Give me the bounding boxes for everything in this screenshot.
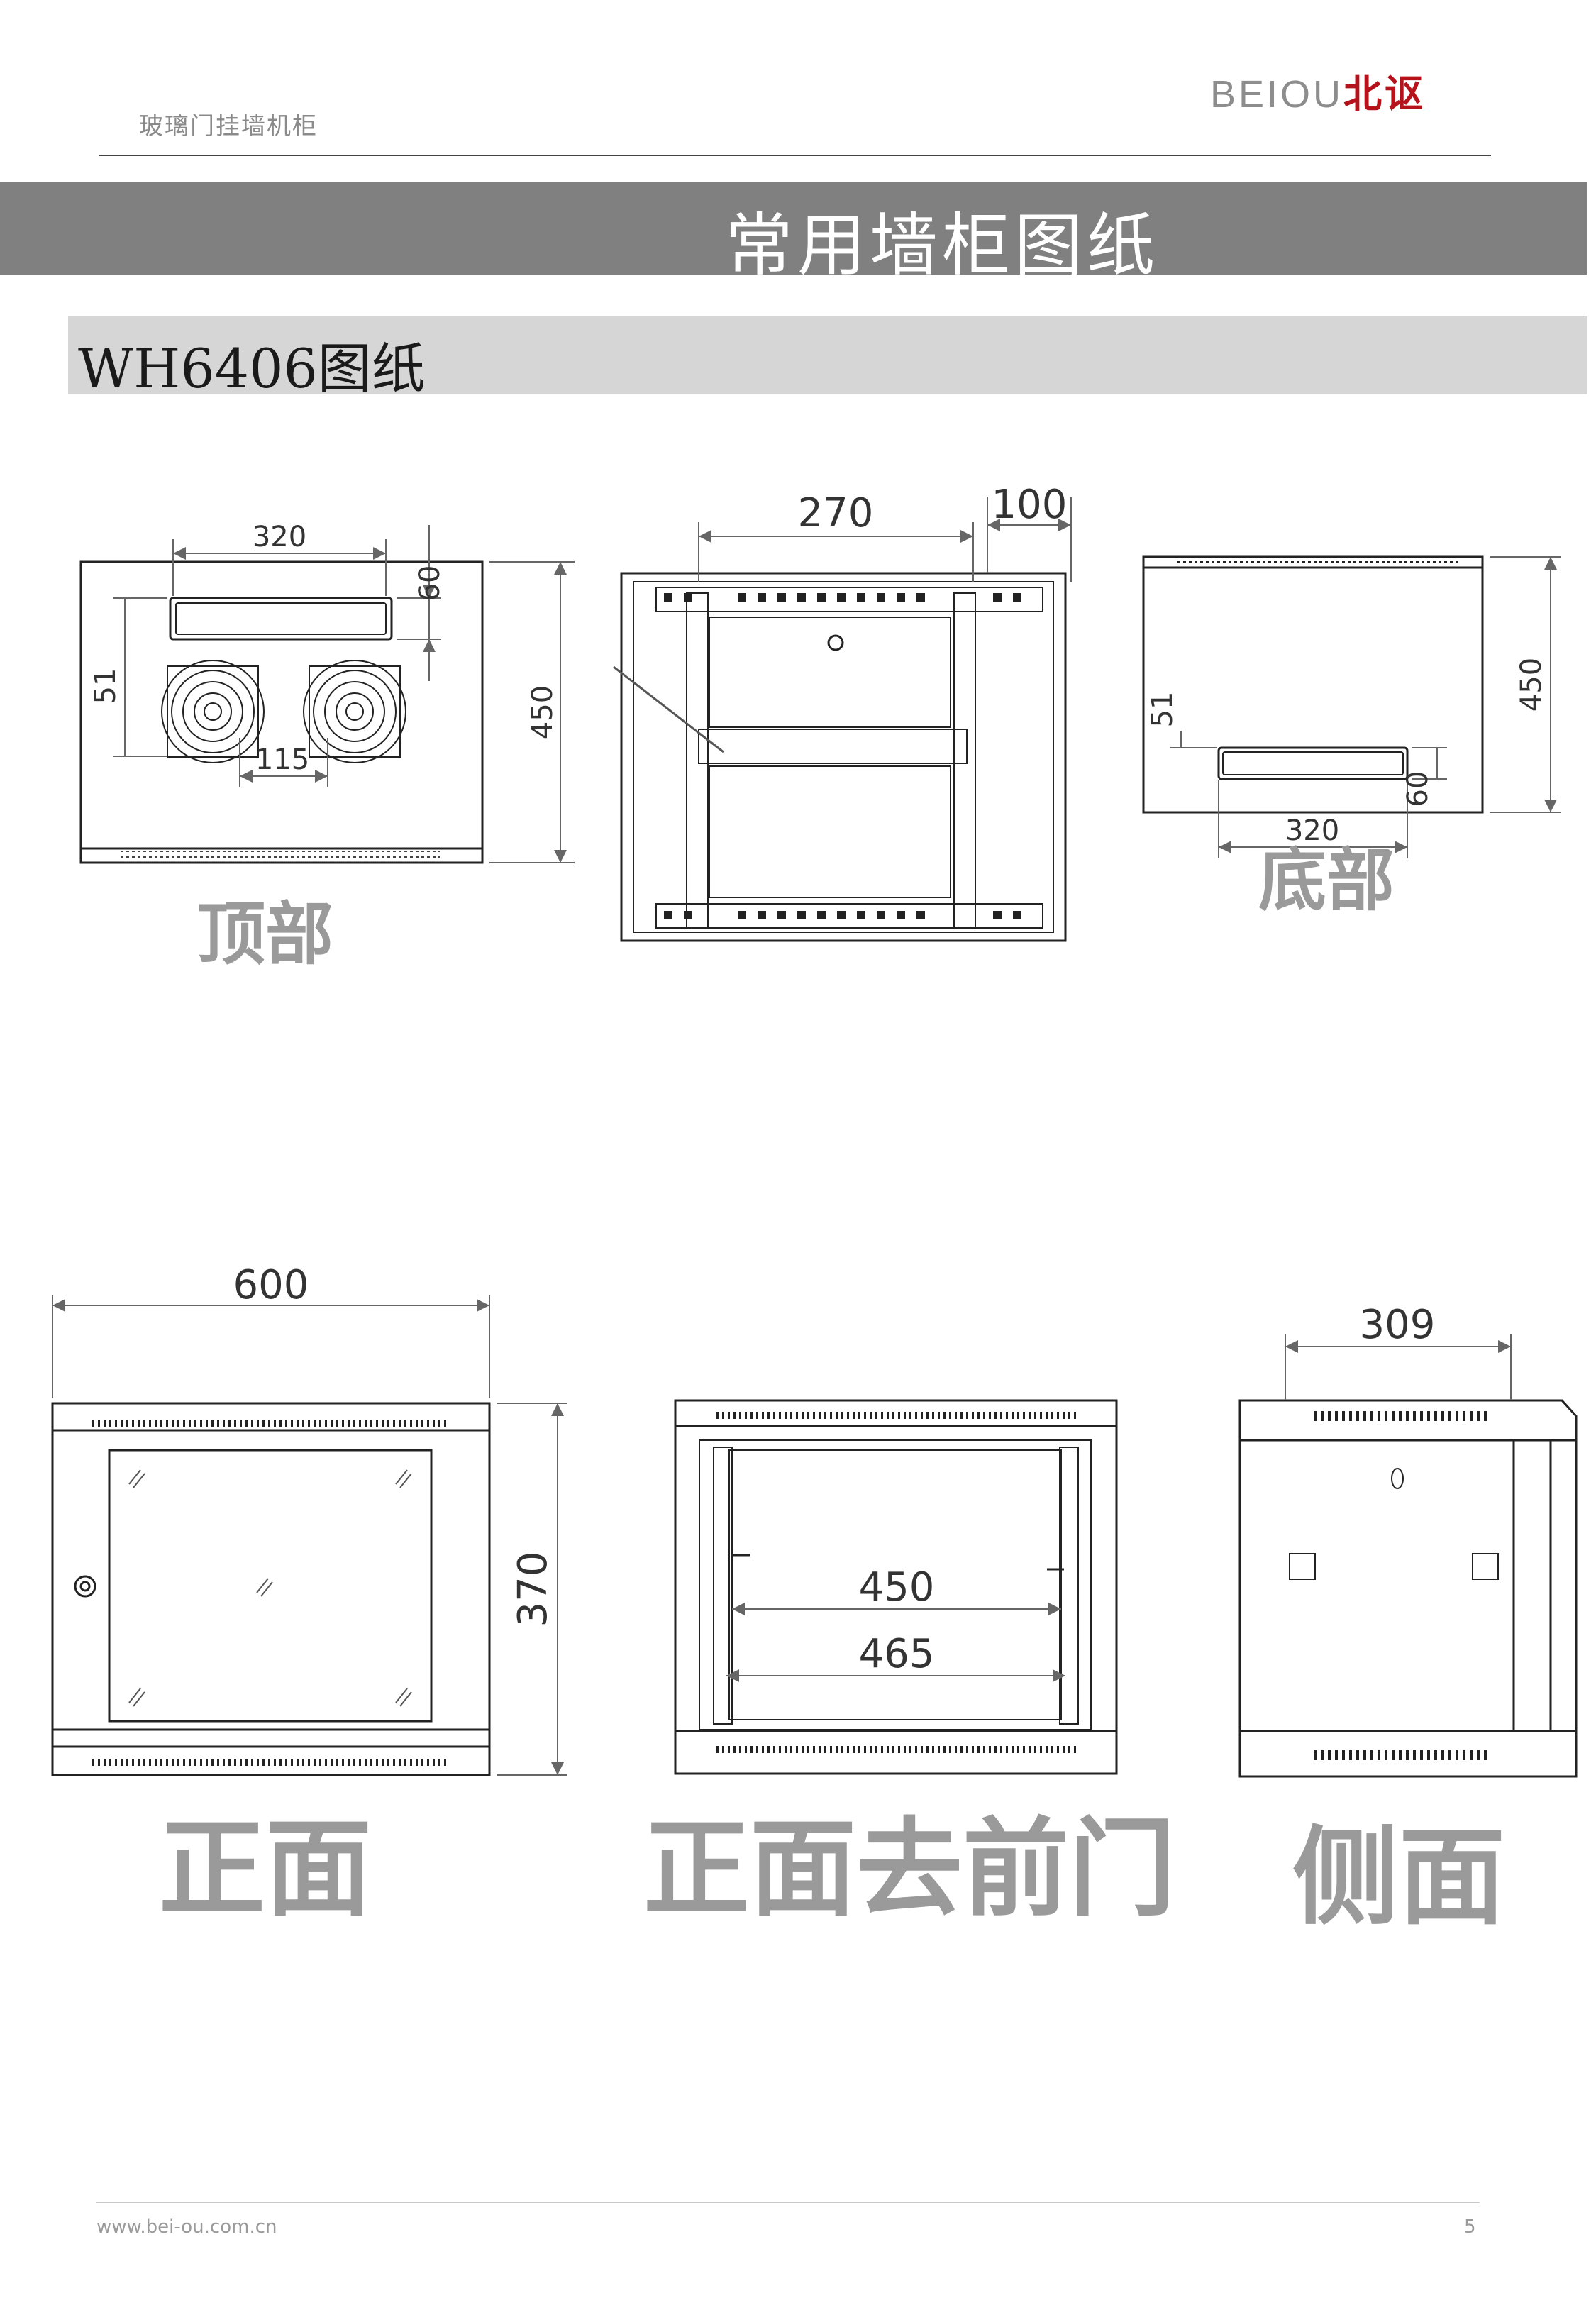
frame-dim-270: 270	[798, 490, 874, 536]
frame-dim-100: 100	[992, 482, 1068, 528]
frame-top-view	[613, 497, 1072, 942]
nodoor-dim-450: 450	[859, 1564, 935, 1610]
bottom-dim-60: 60	[1402, 771, 1434, 807]
header-divider	[99, 155, 1491, 156]
front-no-door-label: 正面去前门	[643, 1808, 1175, 1931]
bottom-view-label: 底部	[1258, 841, 1395, 920]
bottom-dim-51: 51	[1146, 692, 1179, 728]
top-view	[79, 525, 575, 864]
top-dim-450: 450	[526, 685, 559, 739]
side-view	[1238, 1334, 1578, 1778]
footer-website-link[interactable]: www.bei-ou.com.cn	[96, 2216, 277, 2238]
banner-title: 常用墙柜图纸	[725, 206, 1159, 285]
top-dim-51: 51	[89, 668, 122, 704]
side-view-label: 侧面	[1292, 1816, 1505, 1940]
top-dim-115: 115	[255, 744, 309, 776]
banner-bar	[0, 182, 1587, 275]
top-dim-60: 60	[414, 565, 446, 602]
section-title: WH6406图纸	[78, 337, 426, 400]
brand-cn: 北讴	[1343, 72, 1426, 116]
front-dim-370: 370	[510, 1552, 556, 1627]
document-title: 玻璃门挂墙机柜	[139, 112, 318, 140]
bottom-view	[1142, 555, 1561, 858]
section-bar	[68, 316, 1587, 394]
fan-left	[161, 660, 265, 763]
front-view-label: 正面	[159, 1808, 372, 1931]
front-no-door-view	[674, 1399, 1118, 1775]
front-dim-600: 600	[233, 1262, 309, 1308]
top-dim-320: 320	[253, 521, 306, 553]
brand-latin: BEIOU	[1209, 73, 1343, 116]
fan-right	[303, 660, 406, 763]
front-view	[51, 1295, 567, 1776]
side-dim-309: 309	[1360, 1302, 1436, 1348]
nodoor-dim-465: 465	[859, 1631, 935, 1677]
brand-logo: BEIOU北讴	[1210, 62, 1426, 118]
bottom-dim-320: 320	[1285, 814, 1339, 847]
page-number: 5	[1464, 2216, 1476, 2238]
bottom-dim-450: 450	[1515, 658, 1548, 712]
footer-divider	[96, 2202, 1480, 2203]
top-view-label: 顶部	[197, 895, 333, 974]
